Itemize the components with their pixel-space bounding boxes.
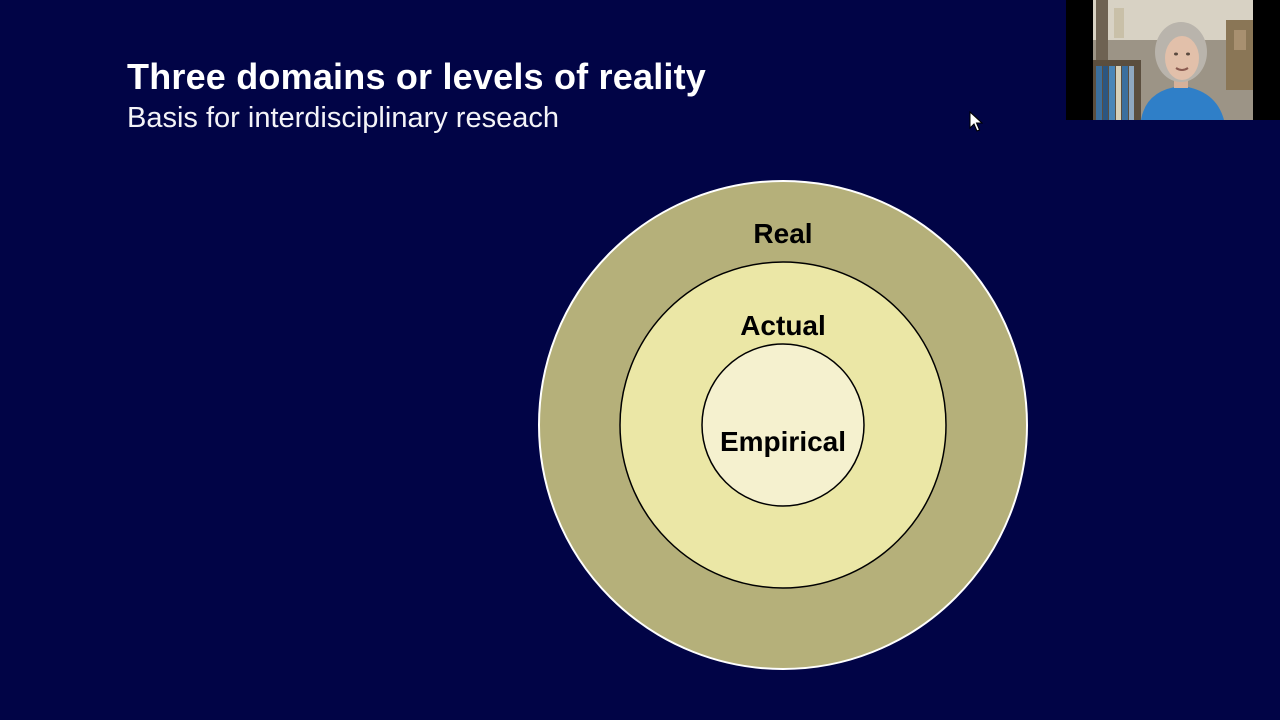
mouse-pointer-icon <box>969 111 983 132</box>
presenter-webcam-video[interactable] <box>1066 0 1280 120</box>
empirical-label: Empirical <box>720 426 846 457</box>
real-label: Real <box>753 218 812 249</box>
slide-subtitle: Basis for interdisciplinary reseach <box>127 102 559 134</box>
actual-label: Actual <box>740 310 826 341</box>
presenter-video-frame <box>1093 0 1253 120</box>
empirical-circle <box>701 343 865 507</box>
slide-title: Three domains or levels of reality <box>127 56 707 97</box>
